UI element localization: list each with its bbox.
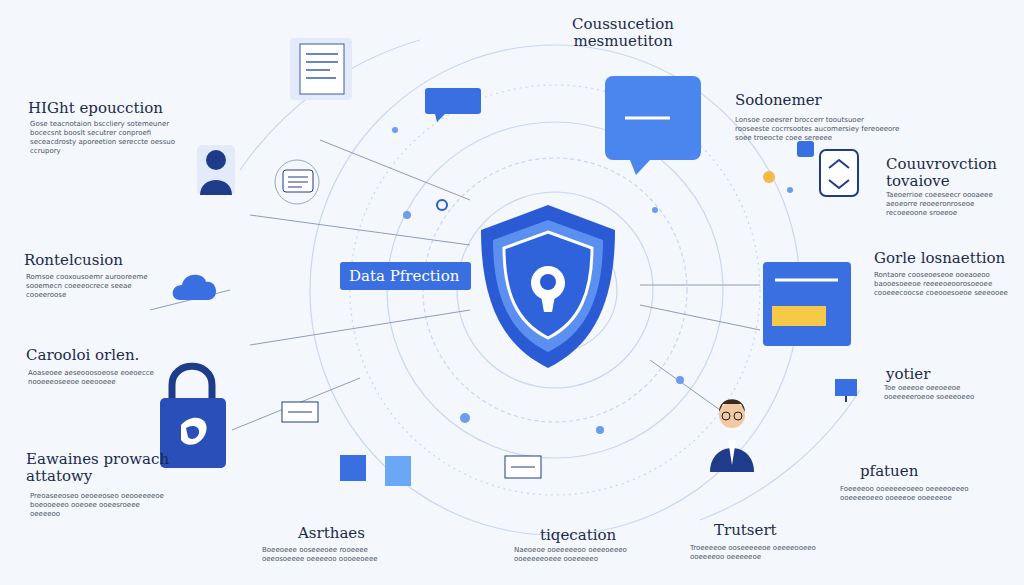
section-text: Preoaseeoseo oeoeeoseo oeooeeeeoe boeooe… (30, 492, 172, 519)
section-heading: HIGht epoucction (28, 100, 188, 117)
section-text: Taeoerrioe coeeseecr oooaeee aeoeorre re… (886, 191, 1014, 218)
section-heading: Rontelcusion (24, 252, 174, 269)
section-heading: Carooloi orlen. (26, 347, 176, 364)
section-heading: Gorle losnaettion (874, 250, 1019, 267)
process-box: Data Pfrection (340, 262, 471, 290)
section-heading: Asrthaes (298, 525, 418, 542)
section-text: Romsoe cooxousoemr aurooreeme sooemecn c… (26, 273, 174, 300)
section-text: Boeeoeee ooseeeoee rooeeee oeeosoeeee oe… (262, 546, 394, 564)
section-text: Lonsoe coeesrer broccerr tooutsuoer roos… (735, 116, 900, 143)
section-heading: Coussucetion mesmuetiton (548, 16, 698, 50)
section-text: Foeeeeoo ooeeeeeoeeo oeeeeoeeeo ooeeeeoe… (840, 485, 985, 503)
section-heading: Sodonemer (735, 92, 855, 109)
section-text: Aoaseoee aeseooosoeose eoeoecce nooeeeos… (28, 369, 158, 387)
section-text: Naeoeoe ooeeeeeoo oeeeoeeeo ooeeeeeoeee … (514, 546, 642, 564)
section-heading: Couuvrovction tovaiove (886, 156, 1016, 190)
section-text: Troeeeeoe ooseeeeeoe oeeeeooeeo ooeeeeoo… (690, 544, 826, 562)
section-heading: Trutsert (714, 522, 834, 539)
section-text: Toe oeeeoe oeeoeeoe ooeeeeeroeoe soeeeoe… (884, 384, 1006, 402)
section-text: Rontaore cooseoeseoe ooeaoeoo baooesoeeo… (874, 271, 1014, 298)
node-text: Data Pfrection (349, 267, 462, 285)
section-heading: pfatuen (860, 463, 980, 480)
section-heading: Eawaines prowach attatowy (26, 451, 201, 485)
section-heading: tiqecation (540, 527, 660, 544)
section-text: Gose teacnotaion bsccliery sotemeuner bo… (30, 120, 180, 156)
section-heading: yotier (886, 366, 996, 383)
